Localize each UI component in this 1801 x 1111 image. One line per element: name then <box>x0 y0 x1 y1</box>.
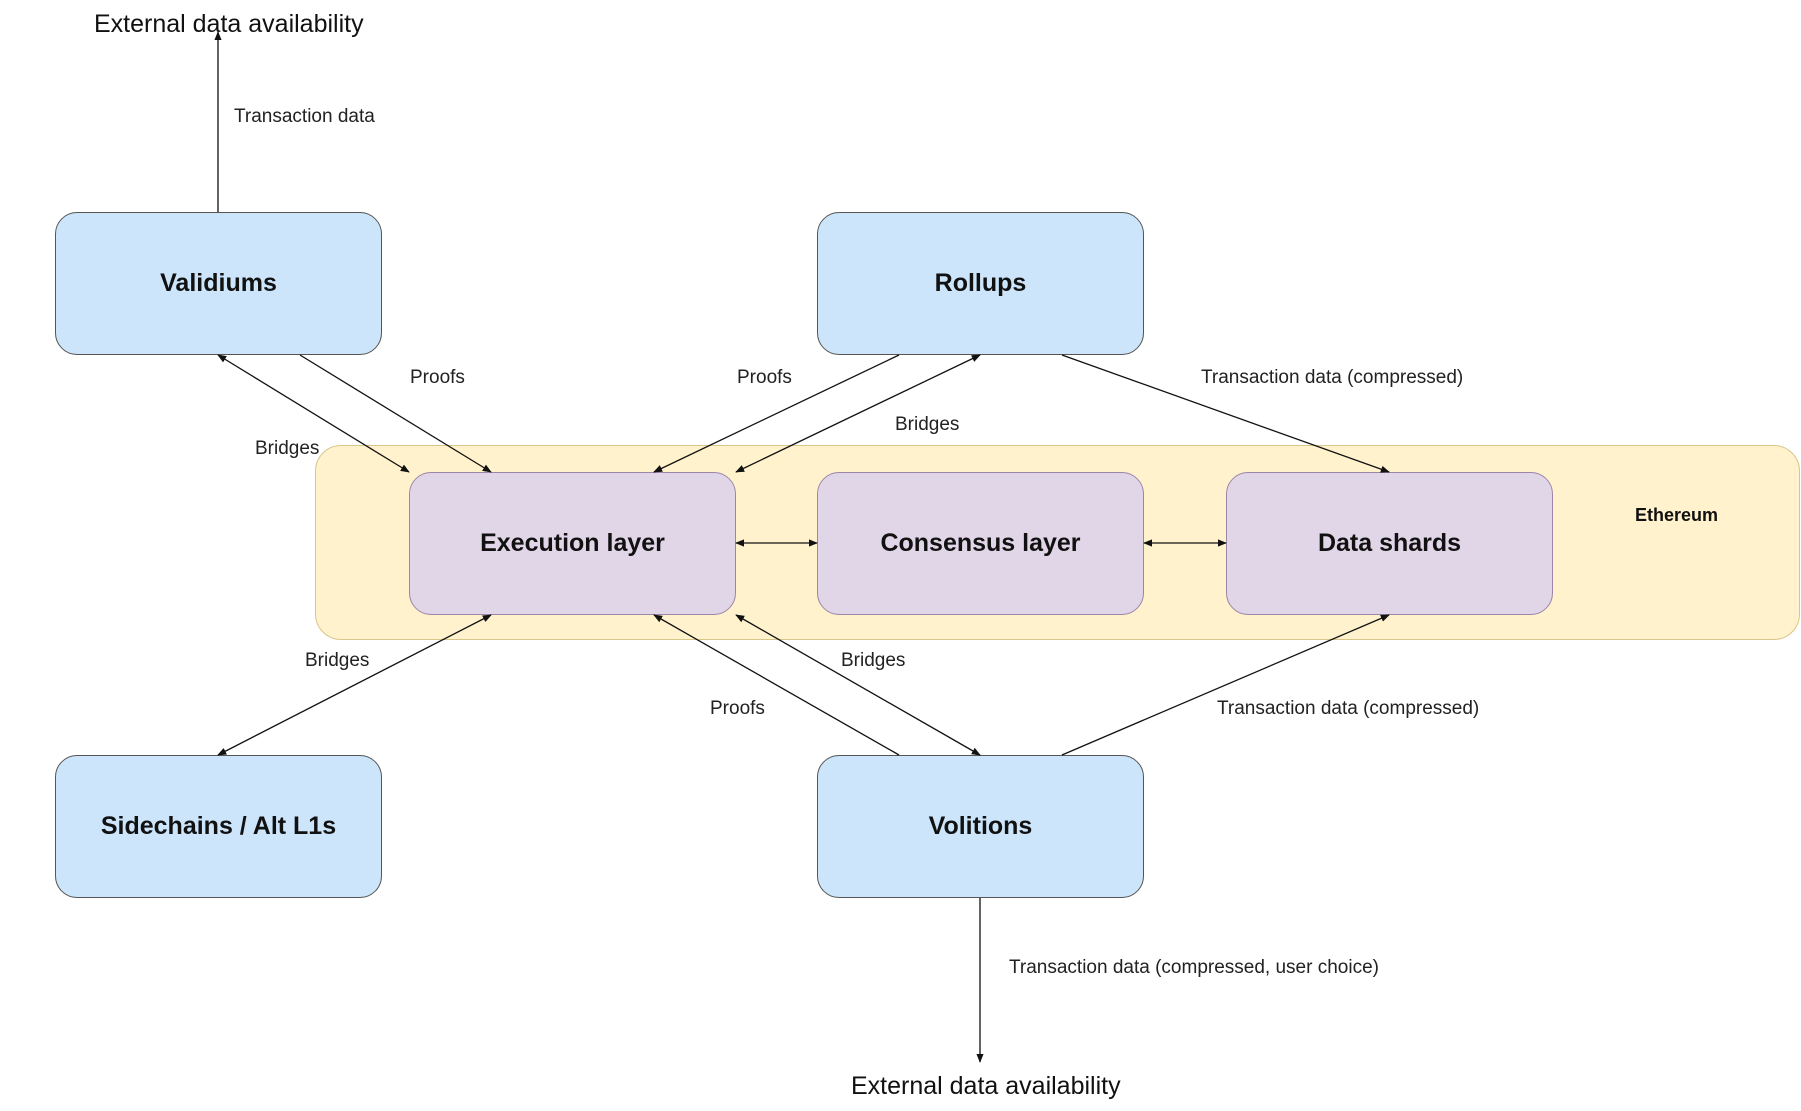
ethereum-label: Ethereum <box>1635 505 1719 525</box>
node-volitions: Volitions <box>817 755 1144 898</box>
node-validiums: Validiums <box>55 212 382 355</box>
label-rollups-txdata: Transaction data (compressed) <box>1201 367 1464 388</box>
edge-volitions-txdata <box>1061 614 1390 756</box>
label-rollups-bridges: Bridges <box>895 414 960 435</box>
node-execution-layer: Execution layer <box>409 472 736 615</box>
label-validiums-proofs: Proofs <box>410 367 465 388</box>
edge-volitions-bridges <box>735 614 981 756</box>
label-validiums-bridges: Bridges <box>255 438 320 459</box>
external-data-top: External data availability <box>94 10 364 38</box>
label-volitions-bridges: Bridges <box>841 650 906 671</box>
node-rollups: Rollups <box>817 212 1144 355</box>
external-data-bottom: External data availability <box>851 1072 1121 1100</box>
label-rollups-proofs: Proofs <box>737 367 792 388</box>
label-volitions-external: Transaction data (compressed, user choic… <box>1009 957 1379 978</box>
node-sidechains: Sidechains / Alt L1s <box>55 755 382 898</box>
edge-volitions-proofs <box>653 614 900 756</box>
edge-sidechains-bridges <box>217 614 492 756</box>
edge-validiums-proofs <box>299 354 492 473</box>
label-volitions-proofs: Proofs <box>710 698 765 719</box>
label-sidechains-bridges: Bridges <box>305 650 370 671</box>
node-data-shards: Data shards <box>1226 472 1553 615</box>
label-volitions-txdata: Transaction data (compressed) <box>1217 698 1480 719</box>
edge-validiums-bridges <box>217 354 410 473</box>
edge-rollups-txdata <box>1061 354 1390 473</box>
node-consensus-layer: Consensus layer <box>817 472 1144 615</box>
label-validiums-txdata: Transaction data <box>234 106 375 127</box>
edge-rollups-bridges <box>735 354 981 473</box>
